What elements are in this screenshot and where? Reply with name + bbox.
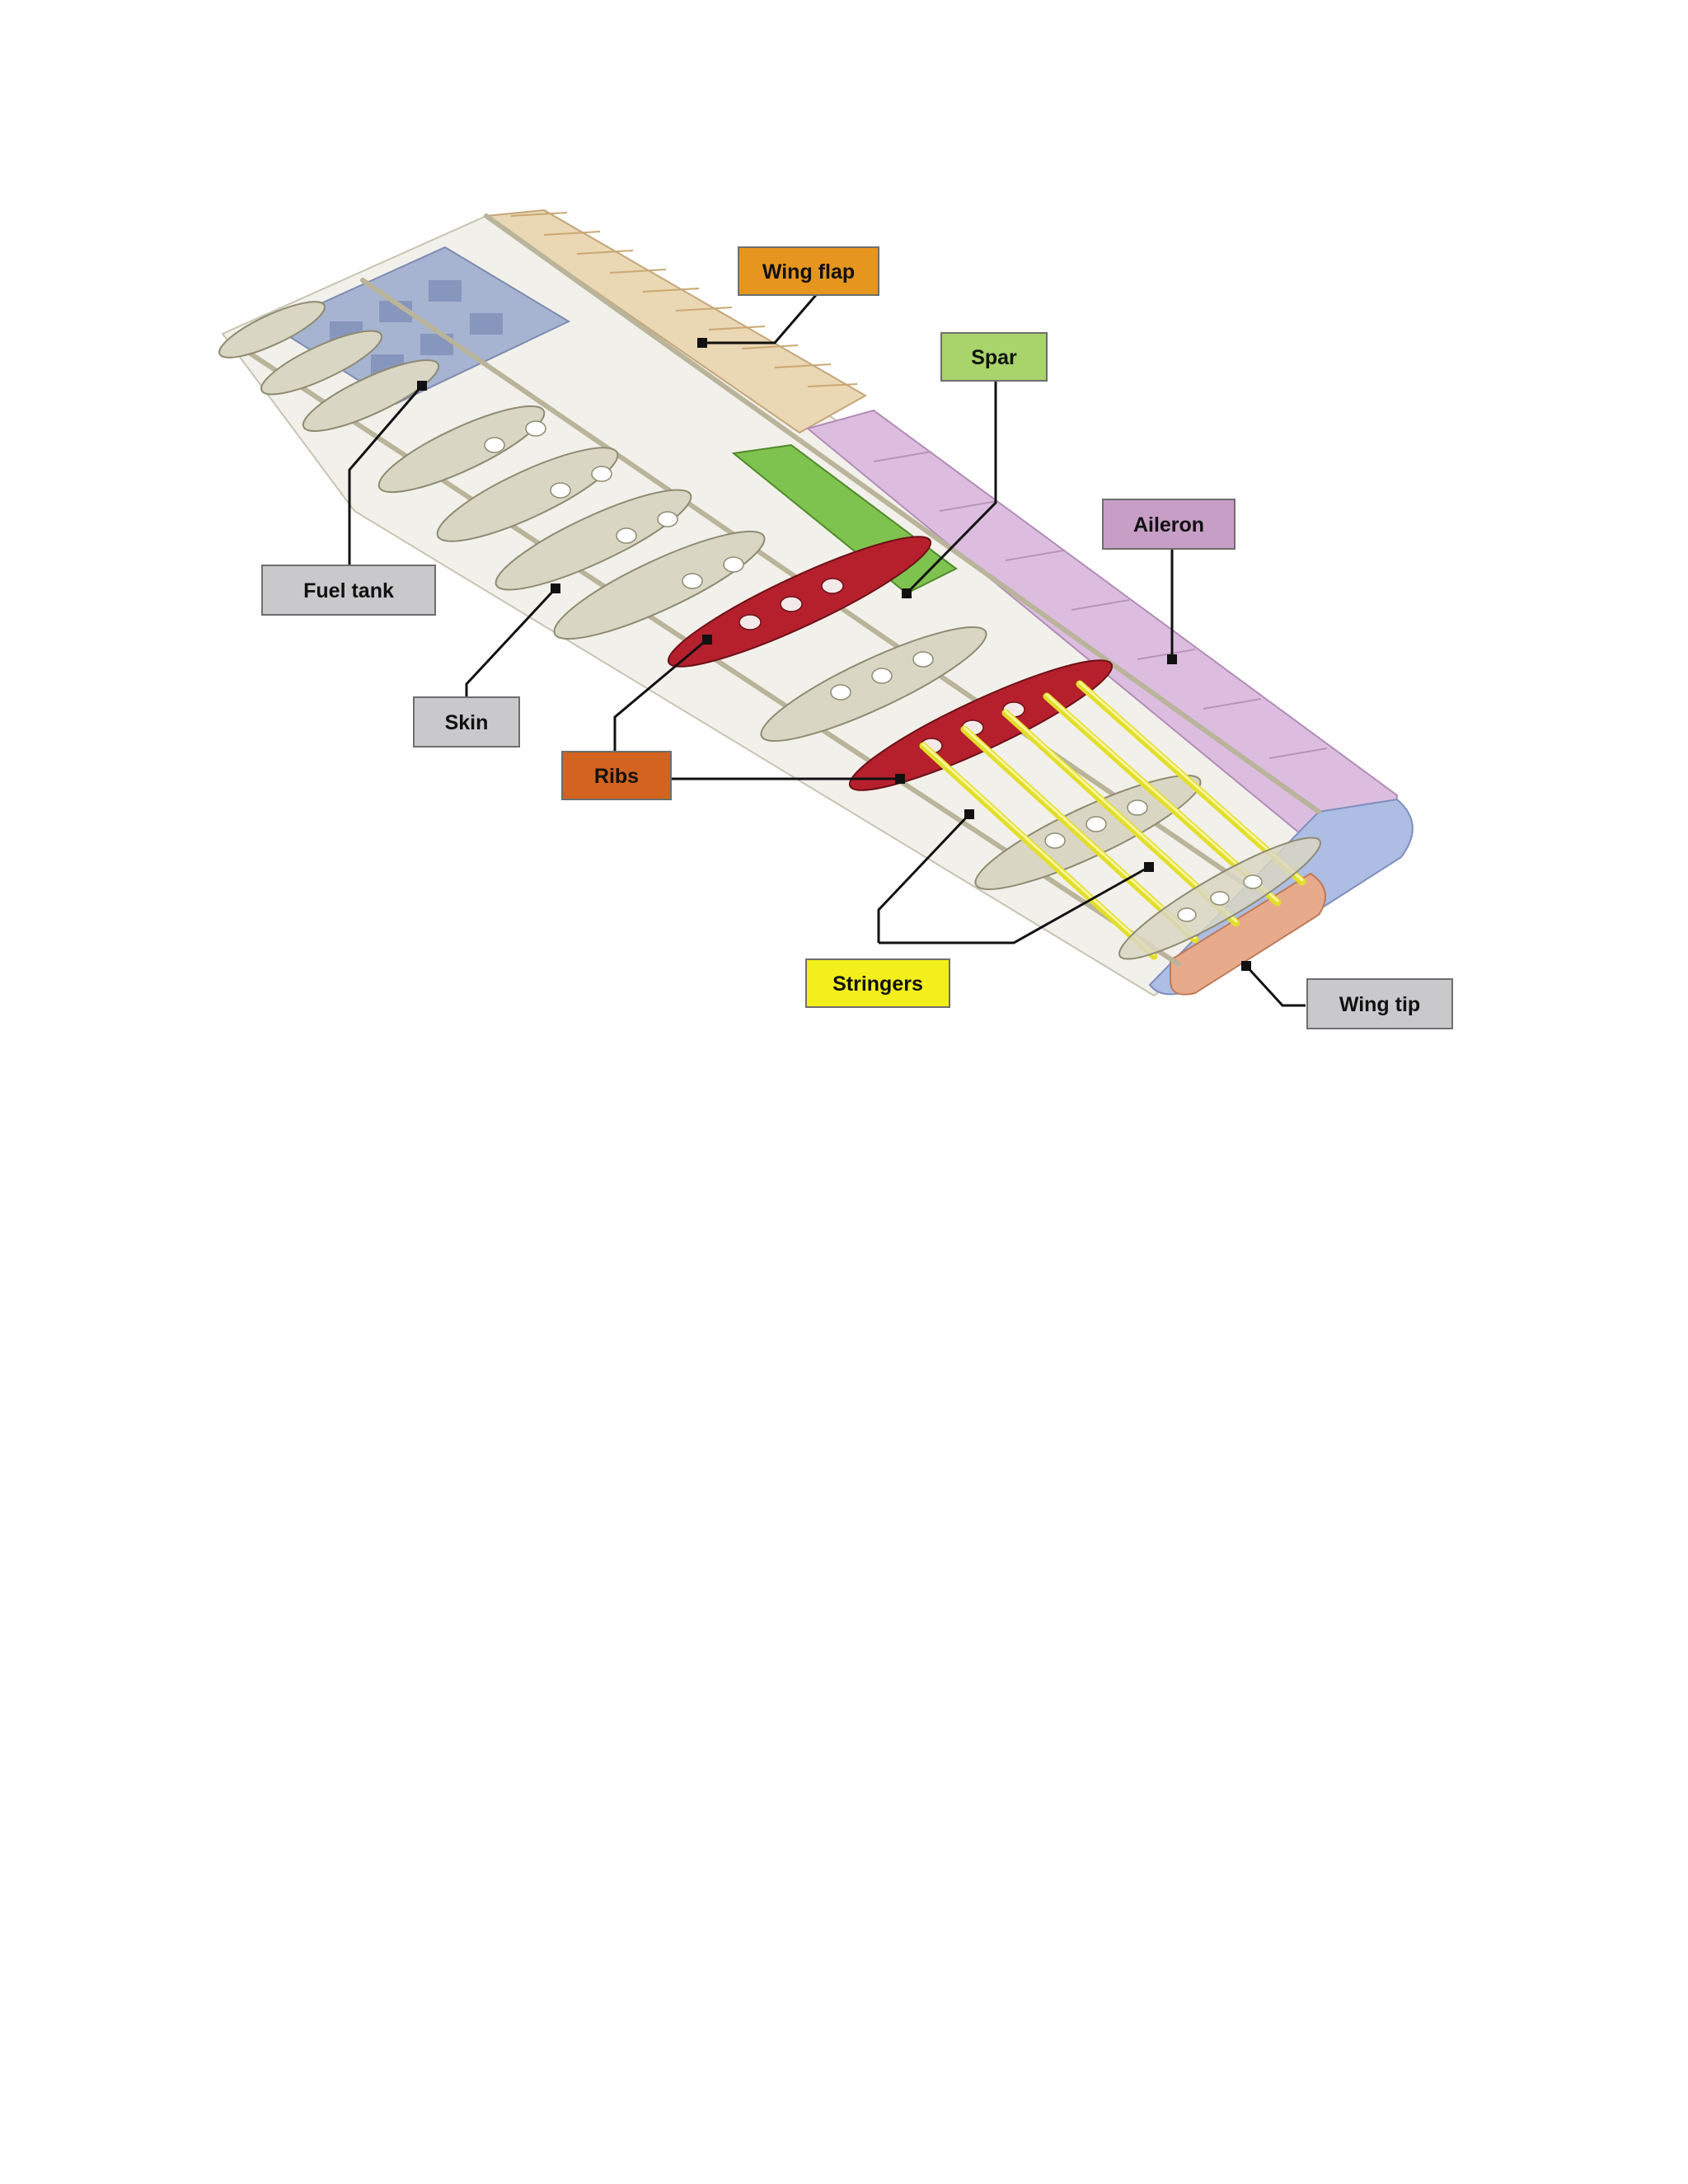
anchor-wing-flap	[697, 338, 707, 348]
leader-wing-flap	[702, 294, 818, 344]
anchor-stringers-2	[1144, 862, 1154, 872]
wing-flap-surface	[484, 209, 868, 434]
anchor-fuel-tank	[417, 381, 427, 391]
leader-lines	[348, 294, 1306, 1007]
anchor-stringers-1	[964, 809, 974, 819]
label-box-spar	[940, 332, 1048, 382]
label-box-aileron	[1102, 499, 1236, 550]
anchor-aileron	[1167, 654, 1177, 664]
label-box-wing-tip	[1306, 978, 1453, 1029]
anchor-ribs-2	[895, 774, 905, 784]
label-text-wing-flap: Wing flap	[762, 260, 855, 284]
label-box-ribs	[561, 751, 672, 800]
label-text-ribs: Ribs	[594, 765, 639, 788]
anchor-ribs-1	[702, 635, 712, 644]
label-box-wing-flap	[738, 246, 879, 296]
label-wing-flap: Wing flap	[738, 246, 879, 296]
label-fuel-tank: Fuel tank	[261, 565, 436, 616]
anchor-skin	[551, 583, 560, 593]
label-aileron: Aileron	[1102, 499, 1236, 550]
wing-rib-outboard	[1118, 837, 1321, 960]
leader-spar	[905, 381, 997, 595]
label-box-stringers	[805, 958, 950, 1008]
anchor-spar	[902, 588, 912, 598]
label-wing-tip: Wing tip	[1306, 978, 1453, 1029]
wing-tip-fairing	[1170, 872, 1326, 996]
anchor-wing-tip	[1241, 961, 1251, 971]
label-text-skin: Skin	[445, 711, 489, 734]
label-box-skin	[413, 696, 520, 748]
leader-skin	[465, 587, 557, 701]
wing-flap-ridges	[510, 212, 858, 387]
label-stringers: Stringers	[805, 958, 950, 1008]
label-text-wing-tip: Wing tip	[1339, 993, 1420, 1016]
label-skin: Skin	[413, 696, 520, 748]
leader-wing-tip	[1245, 964, 1306, 1007]
leader-ribs-1	[613, 638, 708, 752]
label-ribs: Ribs	[561, 751, 672, 800]
label-text-fuel-tank: Fuel tank	[303, 579, 394, 602]
aileron-ridges	[873, 451, 1328, 759]
label-text-stringers: Stringers	[832, 972, 923, 996]
leader-stringers-2	[879, 865, 1150, 944]
wing-illustration	[218, 209, 1414, 997]
label-text-aileron: Aileron	[1133, 513, 1204, 537]
label-spar: Spar	[940, 332, 1048, 382]
leader-fuel-tank	[348, 385, 424, 569]
leader-stringers-1	[877, 813, 971, 943]
label-box-fuel-tank	[261, 565, 436, 616]
rib-lightening-holes	[484, 420, 1148, 849]
label-text-spar: Spar	[971, 346, 1017, 369]
